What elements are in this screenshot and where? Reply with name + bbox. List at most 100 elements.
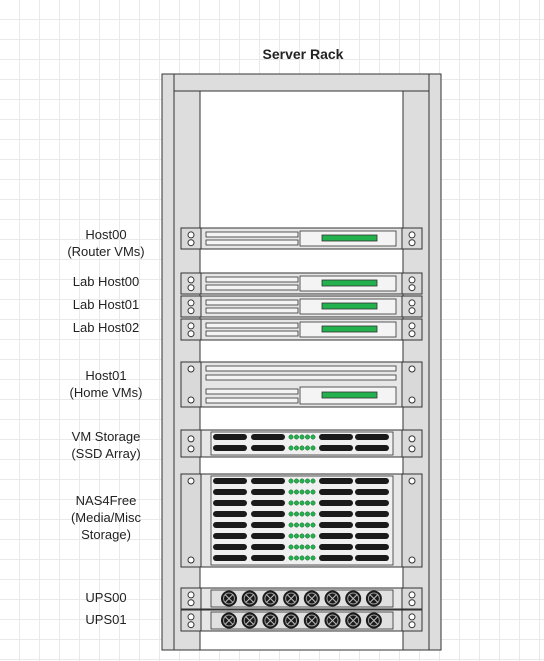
fan-panel	[210, 611, 394, 630]
screw	[408, 307, 416, 315]
screw	[187, 445, 195, 453]
drive-slot	[205, 397, 299, 404]
label-vm-storage: VM Storage (SSD Array)	[46, 428, 166, 462]
server-lab-host01	[180, 295, 423, 318]
right-ear	[401, 609, 423, 632]
fan-blade	[307, 616, 317, 625]
screw	[187, 556, 195, 564]
server-lab-host02	[180, 318, 423, 341]
drive-led	[288, 511, 294, 517]
label-lab-host01: Lab Host01	[72, 297, 140, 312]
right-ear	[401, 587, 423, 610]
drive-led	[305, 489, 310, 495]
screw	[187, 599, 195, 607]
drive-caddy	[213, 511, 247, 517]
server-host01	[180, 361, 423, 408]
drive-caddy	[213, 489, 247, 495]
drive-led	[288, 555, 294, 561]
fan-ring	[305, 592, 318, 605]
drive-led	[310, 500, 316, 506]
drive-caddy	[355, 500, 389, 506]
screw	[187, 396, 195, 404]
drive-led	[288, 500, 294, 506]
drive-caddy	[251, 533, 285, 539]
fan-ring	[347, 592, 360, 605]
drive-caddy	[251, 544, 285, 550]
drive-caddy	[213, 533, 247, 539]
fan-blade	[266, 616, 275, 625]
drive-led	[294, 511, 299, 517]
drive-led	[299, 544, 305, 550]
fan-blade	[286, 616, 296, 625]
diagram-title: Server Rack	[262, 46, 344, 62]
drive-caddy	[355, 445, 389, 451]
drive-slot	[205, 307, 299, 314]
fan-ring	[347, 614, 360, 627]
drive-led	[305, 511, 310, 517]
screw	[408, 239, 416, 247]
label-host01: Host01 (Home VMs)	[46, 367, 166, 401]
fan-ring	[285, 592, 298, 605]
drive-led	[299, 555, 305, 561]
drive-caddy	[213, 434, 247, 440]
left-ear	[180, 318, 202, 341]
rack-top-bar	[173, 73, 430, 92]
label-ups00: UPS00	[85, 590, 127, 605]
storage-vm-ssd-array	[180, 429, 423, 458]
drive-caddy	[319, 533, 353, 539]
drive-slot	[205, 322, 299, 329]
label-nas4free-role-2: Storage)	[81, 527, 131, 542]
drive-led	[288, 533, 294, 539]
label-nas4free: NAS4Free (Media/Misc Storage)	[46, 492, 166, 543]
drive-led	[299, 434, 305, 440]
screw	[408, 365, 416, 373]
screw	[187, 284, 195, 292]
drive-led	[305, 555, 310, 561]
fan-ring	[305, 614, 318, 627]
drive-led	[299, 511, 305, 517]
left-ear	[180, 361, 202, 408]
label-ups01: UPS01	[85, 612, 127, 627]
label-lab-host02: Lab Host02	[72, 320, 140, 335]
drive-led	[288, 489, 294, 495]
screw	[408, 599, 416, 607]
right-ear	[401, 227, 423, 250]
drive-caddy	[251, 555, 285, 561]
fan-ring	[326, 614, 339, 627]
left-ear	[180, 473, 202, 568]
label-vm-storage-role: (SSD Array)	[71, 446, 141, 461]
drive-led	[288, 522, 294, 528]
screw	[187, 307, 195, 315]
label-nas4free-name: NAS4Free	[75, 493, 137, 508]
status-bar	[321, 234, 378, 242]
drive-led	[294, 544, 299, 550]
drive-caddy	[319, 500, 353, 506]
drive-led	[299, 478, 305, 484]
fan-blade	[348, 594, 358, 603]
fan-ring	[285, 614, 298, 627]
drive-caddy	[319, 445, 353, 451]
drive-slot	[205, 330, 299, 337]
drive-led	[310, 511, 316, 517]
drive-caddy	[213, 445, 247, 451]
drive-slot	[205, 299, 299, 306]
status-bar	[321, 325, 378, 333]
fan-ring	[243, 614, 256, 627]
right-ear	[401, 473, 423, 568]
screw	[408, 284, 416, 292]
status-bar	[321, 302, 378, 310]
screw	[408, 435, 416, 443]
drive-caddy	[213, 478, 247, 484]
drive-led	[310, 489, 316, 495]
fan-blade	[348, 616, 358, 625]
drive-led	[305, 533, 310, 539]
screw	[187, 435, 195, 443]
fan-blade	[266, 594, 275, 603]
screw	[408, 396, 416, 404]
drive-led	[305, 434, 310, 440]
screw	[408, 613, 416, 621]
ups-ups01	[180, 609, 423, 632]
drive-led	[310, 478, 316, 484]
drive-led	[294, 533, 299, 539]
fan-blade	[245, 594, 255, 603]
